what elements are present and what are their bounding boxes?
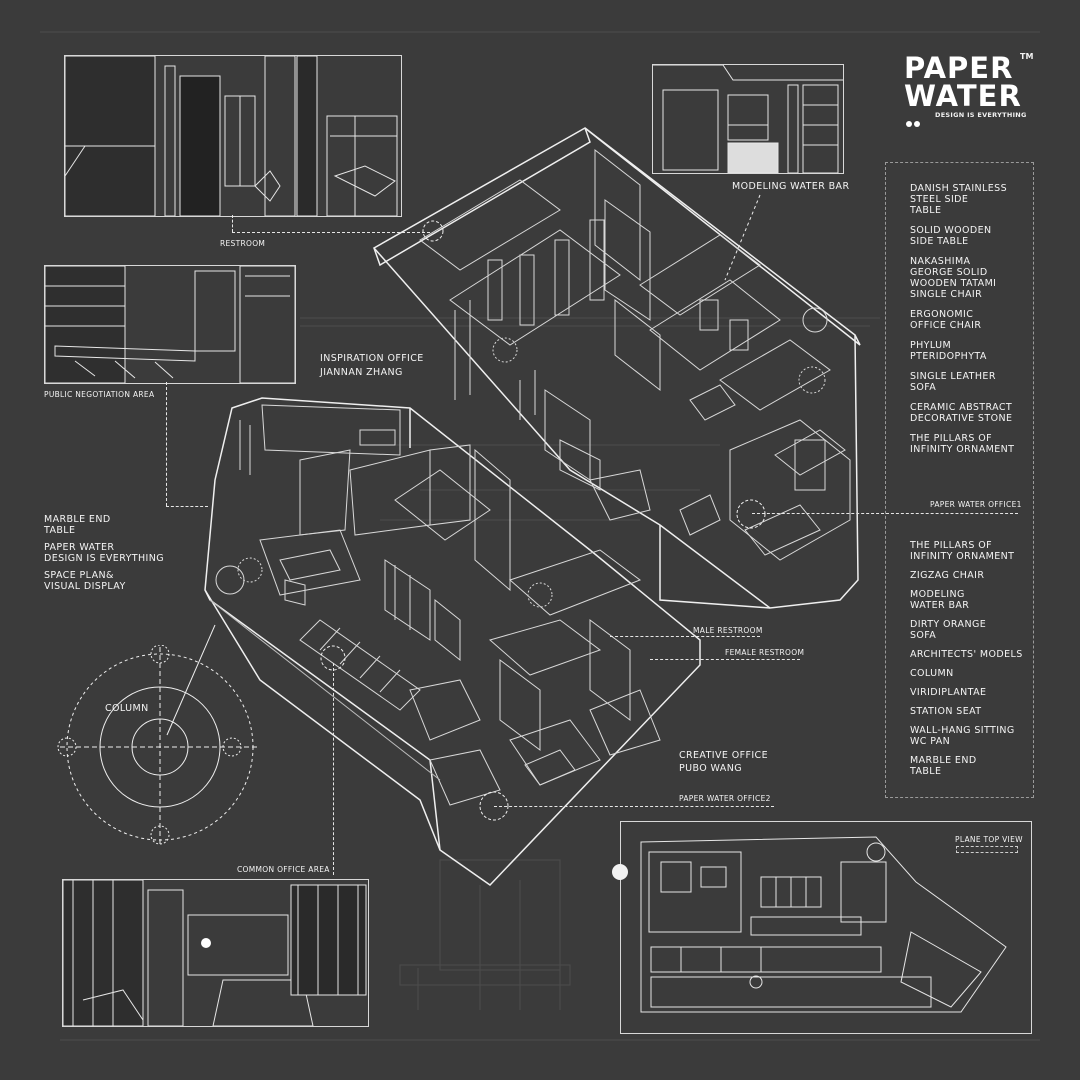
legend-item: COLUMN	[910, 668, 954, 679]
label-space-plan: SPACE PLAN& VISUAL DISPLAY	[44, 570, 126, 592]
label-modeling-water-bar: MODELING WATER BAR	[732, 181, 850, 192]
legend-item: DANISH STAINLESS STEEL SIDE TABLE	[910, 183, 1008, 216]
label-creative-office: CREATIVE OFFICE	[679, 750, 768, 761]
legend-item: SOLID WOODEN SIDE TABLE	[910, 225, 992, 247]
label-public-negotiation-area: PUBLIC NEGOTIATION AREA	[44, 390, 155, 399]
legend-item: ZIGZAG CHAIR	[910, 570, 985, 581]
legend-item: ERGONOMIC OFFICE CHAIR	[910, 309, 982, 331]
office-2-outline	[204, 397, 701, 886]
plane-dot-icon	[612, 864, 628, 880]
leader-public-negotiation-v	[166, 382, 167, 506]
legend-item: NAKASHIMA GEORGE SOLID WOODEN TATAMI SIN…	[910, 256, 997, 300]
label-marble-end-table: MARBLE END TABLE	[44, 514, 111, 536]
label-male-restroom: MALE RESTROOM	[693, 626, 763, 635]
office1-callout-marker	[736, 499, 766, 529]
legend-list-office2: THE PILLARS OF INFINITY ORNAMENT ZIGZAG C…	[910, 540, 1023, 785]
label-inspiration-office: INSPIRATION OFFICE	[320, 353, 424, 364]
brand-tagline: DESIGN IS EVERYTHING	[935, 111, 1027, 119]
legend-item: SINGLE LEATHER SOFA	[910, 371, 996, 393]
label-inspiration-designer: JIANNAN ZHANG	[320, 367, 403, 378]
leader-office2	[494, 806, 774, 807]
label-restroom: RESTROOM	[220, 239, 266, 248]
label-creative-designer: PUBO WANG	[679, 763, 742, 774]
label-column: COLUMN	[105, 703, 149, 714]
thumb-common-office	[62, 879, 369, 1027]
leader-male-restroom	[610, 636, 760, 637]
plane-top-view-panel	[620, 821, 1032, 1034]
label-paper-water-office2: PAPER WATER OFFICE2	[679, 794, 771, 803]
thumb-public-negotiation	[44, 265, 296, 384]
legend-item: VIRIDIPLANTAE	[910, 687, 987, 698]
label-plane-top-view: PLANE TOP VIEW	[955, 835, 1023, 844]
office2-callout-marker	[479, 791, 509, 821]
label-female-restroom: FEMALE RESTROOM	[725, 648, 805, 657]
brand-trademark: TM	[1020, 52, 1034, 61]
label-paper-water-office1: PAPER WATER OFFICE1	[930, 500, 1022, 509]
legend-list-office1: DANISH STAINLESS STEEL SIDE TABLE SOLID W…	[910, 183, 1014, 464]
brand-dots-icon	[906, 112, 922, 131]
legend-box	[885, 162, 1034, 798]
legend-item: MODELING WATER BAR	[910, 589, 970, 611]
thumb-restroom	[64, 55, 402, 217]
plane-top-view-marker	[956, 846, 1018, 853]
office-1-interior	[419, 148, 851, 561]
column-detail-diagram	[57, 645, 257, 845]
leader-common-office-v	[333, 663, 334, 875]
common-office-callout-marker	[320, 645, 346, 671]
leader-public-negotiation-h	[166, 506, 208, 507]
restroom-callout-marker	[422, 220, 444, 242]
legend-item: ARCHITECTS' MODELS	[910, 649, 1023, 660]
legend-item: STATION SEAT	[910, 706, 982, 717]
brand-line-1: PAPER	[904, 51, 1014, 85]
legend-item: THE PILLARS OF INFINITY ORNAMENT	[910, 433, 1015, 455]
legend-item: DIRTY ORANGE SOFA	[910, 619, 987, 641]
legend-item: WALL-HANG SITTING WC PAN	[910, 725, 1015, 747]
legend-item: THE PILLARS OF INFINITY ORNAMENT	[910, 540, 1015, 562]
legend-item: MARBLE END TABLE	[910, 755, 977, 777]
brand-line-2: WATER	[904, 79, 1022, 113]
leader-female-restroom	[650, 659, 800, 660]
legend-item: CERAMIC ABSTRACT DECORATIVE STONE	[910, 402, 1013, 424]
thumb-modeling-water-bar	[652, 64, 844, 174]
office-2-interior	[209, 404, 661, 806]
leader-restroom-h	[232, 232, 430, 233]
label-paper-water-design: PAPER WATER DESIGN IS EVERYTHING	[44, 542, 165, 564]
legend-item: PHYLUM PTERIDOPHYTA	[910, 340, 987, 362]
leader-restroom-v	[232, 215, 233, 232]
label-common-office-area: COMMON OFFICE AREA	[237, 865, 330, 874]
brand-logo: PAPER WATER TM DESIGN IS EVERYTHING	[904, 51, 1034, 127]
